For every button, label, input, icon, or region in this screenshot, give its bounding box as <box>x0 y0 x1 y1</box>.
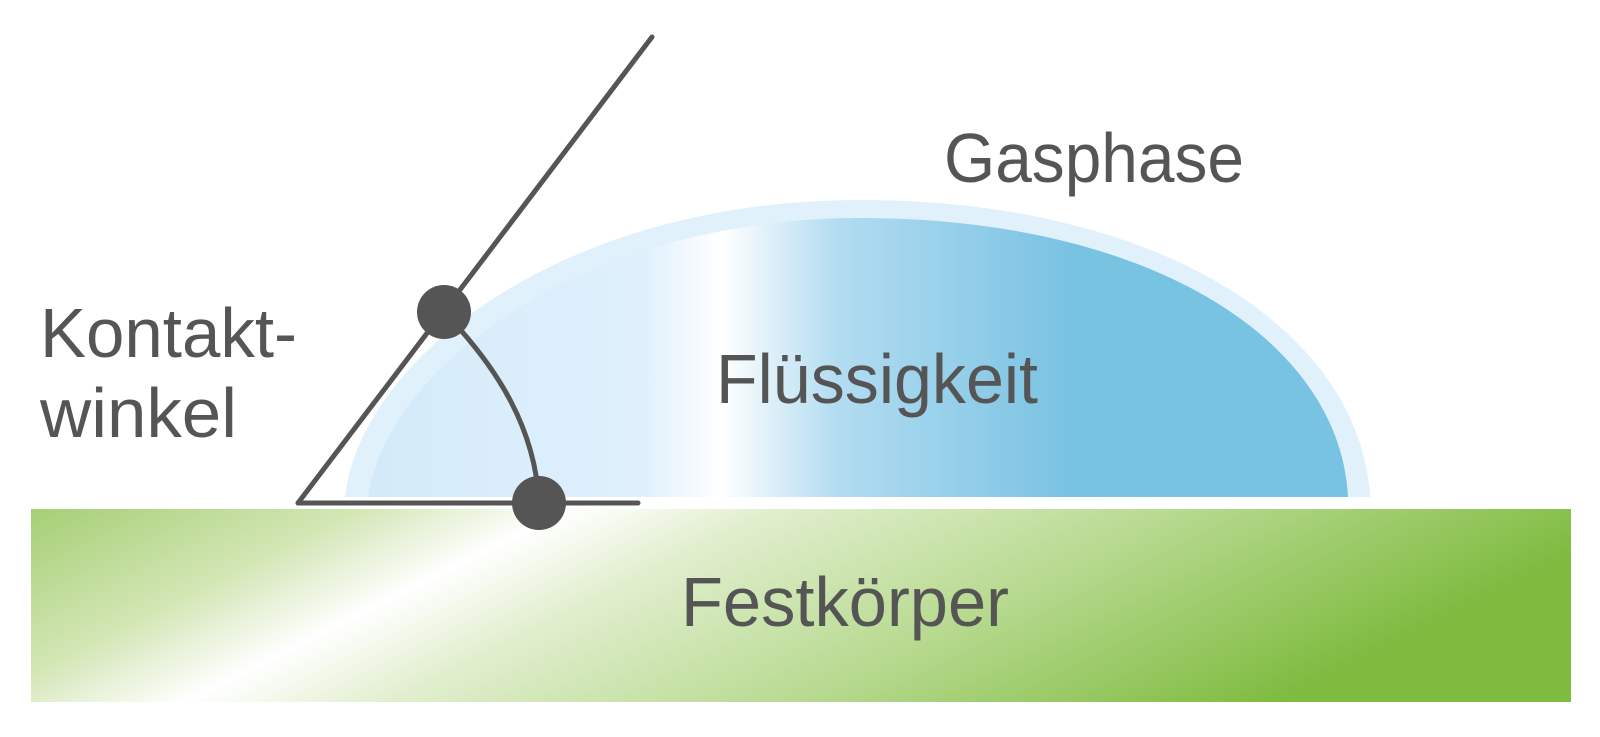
tangent-line <box>295 34 655 506</box>
contact-angle-label-line2: winkel <box>39 374 237 452</box>
liquid-label: Flüssigkeit <box>716 340 1038 418</box>
angle-point-top <box>417 285 471 339</box>
angle-arc <box>442 310 542 503</box>
solid-label: Festkörper <box>681 563 1009 641</box>
contact-angle-label-line1: Kontakt- <box>40 294 297 372</box>
gas-label: Gasphase <box>944 119 1244 197</box>
solid-body <box>31 509 1571 702</box>
angle-point-bottom <box>512 476 566 530</box>
liquid-drop <box>368 218 1348 497</box>
